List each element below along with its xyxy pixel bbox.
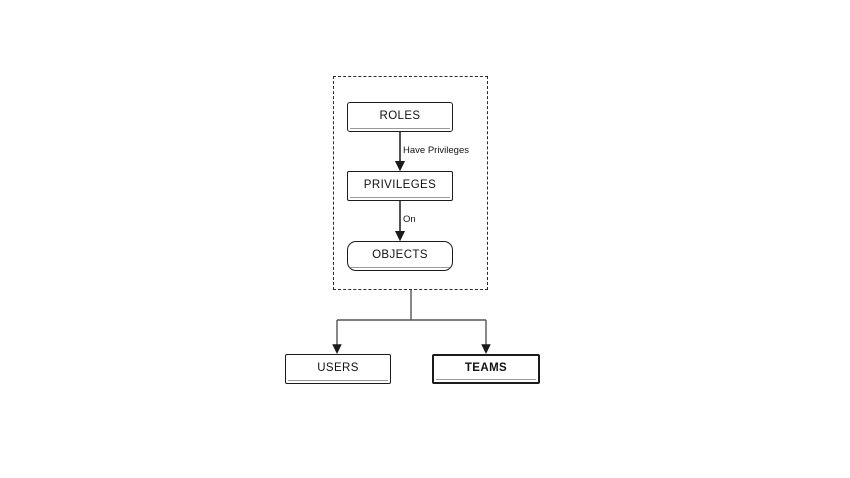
node-teams-label: TEAMS — [464, 362, 508, 375]
edge-label-have-privileges: Have Privileges — [403, 145, 469, 156]
node-privileges-label: PRIVILEGES — [363, 179, 437, 192]
node-users-label: USERS — [317, 362, 359, 375]
edge-label-on: On — [403, 214, 416, 225]
node-teams[interactable]: TEAMS — [432, 354, 540, 384]
node-objects-label: OBJECTS — [372, 249, 428, 262]
node-roles[interactable]: ROLES — [347, 102, 453, 132]
node-roles-label: ROLES — [379, 110, 421, 123]
node-users[interactable]: USERS — [285, 354, 391, 384]
node-objects[interactable]: OBJECTS — [347, 241, 453, 271]
permissions-group-frame — [333, 76, 488, 290]
node-privileges[interactable]: PRIVILEGES — [347, 171, 453, 201]
